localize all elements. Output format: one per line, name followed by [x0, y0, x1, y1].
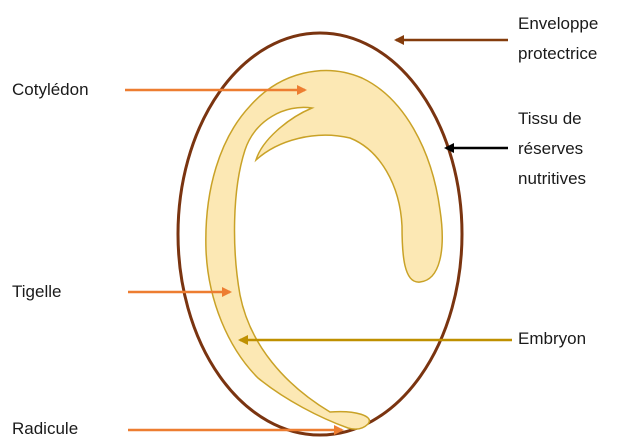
- tissu-label-line3: nutritives: [518, 167, 586, 191]
- embryon-label: Embryon: [518, 327, 586, 351]
- enveloppe-label-line2: protectrice: [518, 42, 597, 66]
- radicule-label: Radicule: [12, 417, 78, 441]
- tissu-label-line2: réserves: [518, 137, 583, 161]
- embryo-shape: [206, 71, 442, 430]
- tigelle-label: Tigelle: [12, 280, 61, 304]
- cotyledon-label: Cotylédon: [12, 78, 89, 102]
- enveloppe-label-line1: Enveloppe: [518, 12, 598, 36]
- tissu-label-line1: Tissu de: [518, 107, 582, 131]
